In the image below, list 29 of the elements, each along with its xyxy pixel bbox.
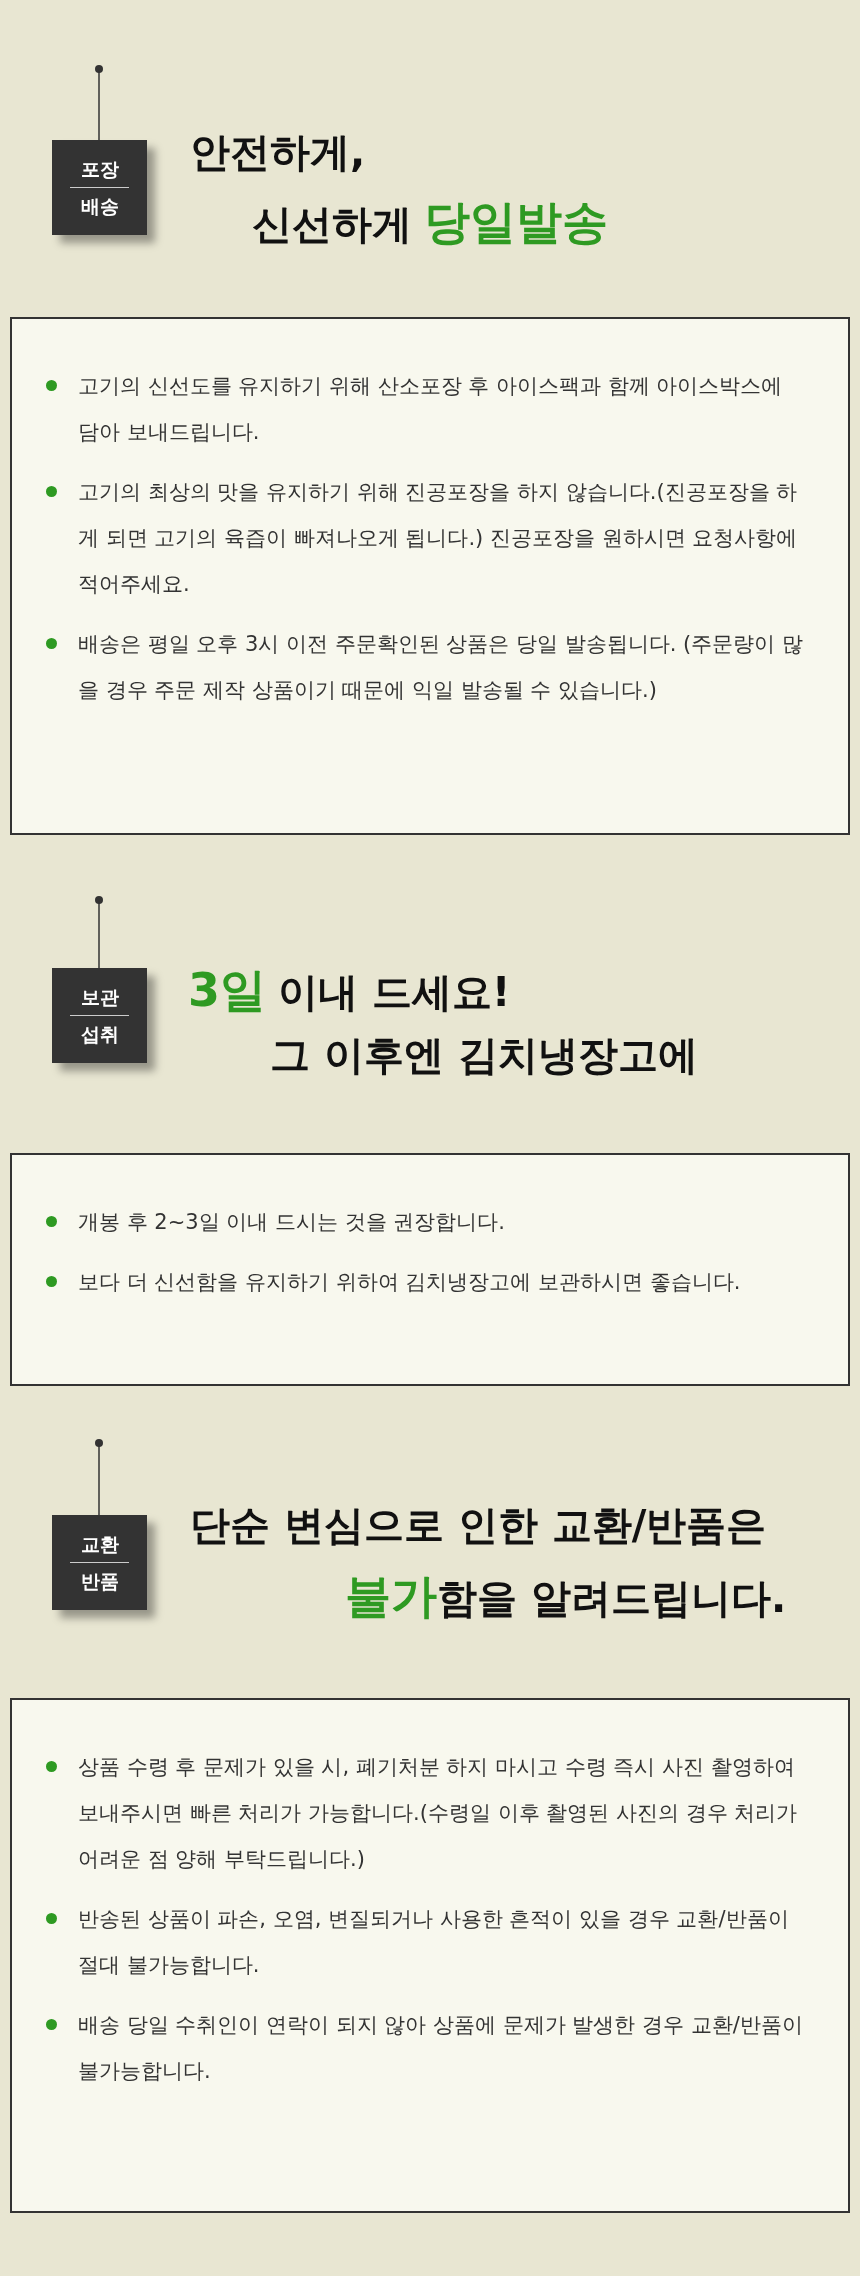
tag-text: 교환 bbox=[79, 1532, 120, 1557]
tag-text: 섭취 bbox=[79, 1022, 120, 1047]
tag-text: 배송 bbox=[79, 194, 120, 219]
bullet-text: 개봉 후 2~3일 이내 드시는 것을 권장합니다. bbox=[78, 1210, 506, 1234]
bullet-text: 반송된 상품이 파손, 오염, 변질되거나 사용한 흔적이 있을 경우 교환/반품이 절대 불가능합니다. bbox=[78, 1907, 789, 1977]
heading-text: 함을 알려드립니다. bbox=[437, 1575, 787, 1621]
category-tag bbox=[52, 140, 147, 235]
bullet-text: 고기의 최상의 맛을 유지하기 위해 진공포장을 하지 않습니다.(진공포장을 하게 되면 고기의 육즙이 빠져나오게 됩니다.) 진공포장을 원하시면 요청사항에 적어주세요. bbox=[78, 480, 798, 596]
heading-text: 안전하게, bbox=[190, 129, 366, 175]
tag-text: 반품 bbox=[79, 1569, 120, 1594]
info-panel bbox=[10, 1698, 850, 2213]
category-tag bbox=[52, 968, 147, 1063]
heading-text: 그 이후엔 김치냉장고에 bbox=[270, 1032, 698, 1078]
tag-text: 보관 bbox=[79, 985, 120, 1010]
heading-text: 당일발송 bbox=[424, 195, 608, 249]
tag-text: 포장 bbox=[79, 157, 120, 182]
bullet-text: 배송 당일 수취인이 연락이 되지 않아 상품에 문제가 발생한 경우 교환/반품이 불가능합니다. bbox=[78, 2013, 803, 2083]
category-tag bbox=[52, 1515, 147, 1610]
bullet-text: 고기의 신선도를 유지하기 위해 산소포장 후 아이스팩과 함께 아이스박스에 담아 보내드립니다. bbox=[78, 374, 783, 444]
bullet-text: 상품 수령 후 문제가 있을 시, 폐기처분 하지 마시고 수령 즉시 사진 촬영하여 보내주시면 빠른 처리가 가능합니다.(수령일 이후 촬영된 사진의 경우 처리가 어려운 점 양해 부탁드립니다.) bbox=[78, 1755, 798, 1871]
heading-text: 이내 드세요! bbox=[278, 969, 511, 1015]
heading-text: 단순 변심으로 인한 교환/반품은 bbox=[190, 1502, 767, 1548]
info-panel bbox=[10, 1153, 850, 1386]
heading-text: 3일 bbox=[188, 963, 266, 1017]
bullet-text: 보다 더 신선함을 유지하기 위하여 김치냉장고에 보관하시면 좋습니다. bbox=[78, 1270, 741, 1294]
heading-text: 불가 bbox=[345, 1569, 437, 1623]
heading-text: 신선하게 bbox=[252, 201, 412, 247]
bullet-text: 배송은 평일 오후 3시 이전 주문확인된 상품은 당일 발송됩니다. (주문량이 많을 경우 주문 제작 상품이기 때문에 익일 발송될 수 있습니다.) bbox=[78, 632, 803, 702]
info-panel bbox=[10, 317, 850, 835]
